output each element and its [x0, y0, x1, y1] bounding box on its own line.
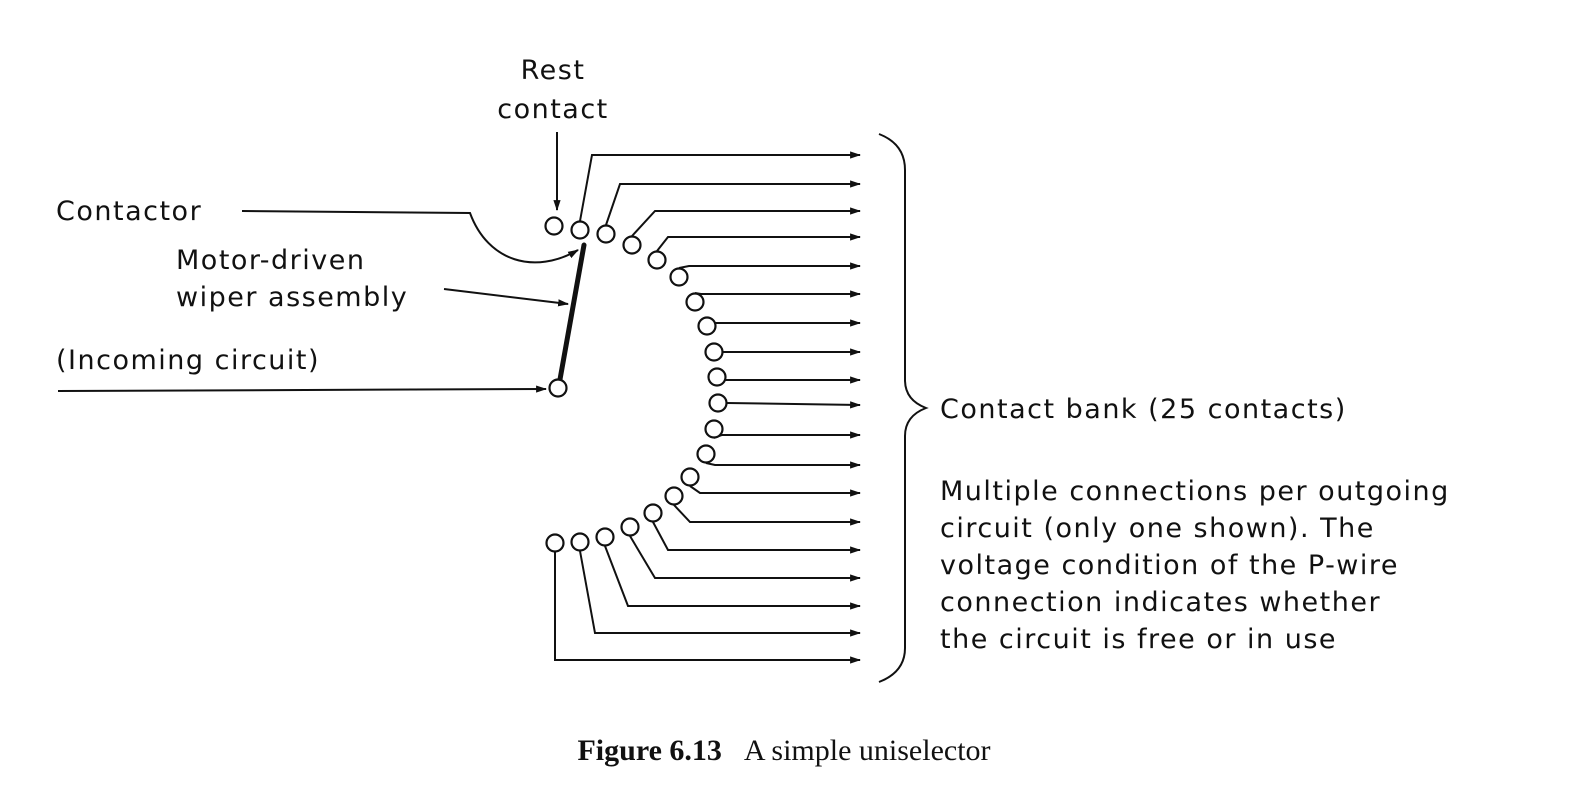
bank-contact	[570, 532, 590, 552]
outgoing-wire	[579, 151, 862, 222]
contact-bank-label: Contact bank (25 contacts)	[940, 394, 1347, 425]
outgoing-wire	[716, 367, 862, 384]
note-line-5: the circuit is free or in use	[940, 624, 1337, 655]
contactor-leader	[241, 210, 579, 264]
outgoing-wire	[689, 485, 862, 497]
outgoing-wire	[554, 552, 862, 664]
bank-contact	[696, 444, 716, 464]
bank-contact	[704, 419, 724, 439]
outgoing-wire	[605, 180, 862, 226]
bank-contact	[595, 527, 615, 547]
outgoing-wire	[631, 207, 862, 237]
outgoing-wire	[713, 431, 862, 439]
outgoing-wire	[706, 316, 862, 327]
bank-contact	[664, 486, 684, 506]
figure-caption: Figure 6.13 A simple uniselector	[577, 734, 990, 767]
contact-bank-contacts	[545, 220, 728, 553]
note-line-3: voltage condition of the P-wire	[940, 550, 1399, 581]
outgoing-wire	[713, 342, 862, 356]
outgoing-wire	[726, 401, 862, 409]
figure-title: A simple uniselector	[744, 734, 991, 767]
incoming-circuit-line	[57, 385, 548, 393]
outgoing-wire	[629, 535, 862, 582]
bank-contact	[620, 517, 640, 537]
wiper-arm	[556, 242, 587, 388]
note-line-1: Multiple connections per outgoing	[940, 476, 1450, 507]
wiper-assembly-pointer	[443, 288, 570, 307]
incoming-circuit-label: (Incoming circuit)	[56, 345, 320, 376]
wiper-label-line1: Motor-driven	[176, 245, 365, 276]
wiper-label-line2: wiper assembly	[176, 282, 408, 313]
figure-number: Figure 6.13	[577, 734, 721, 767]
bank-contact	[707, 367, 727, 387]
bank-contact	[704, 342, 724, 362]
bank-contact	[622, 235, 642, 255]
rest-contact-label-line1: Rest	[521, 55, 586, 86]
bank-contact	[647, 250, 667, 270]
outgoing-wire	[678, 262, 862, 270]
outgoing-wire	[579, 550, 862, 637]
contactor-label: Contactor	[56, 196, 202, 227]
outgoing-wire	[705, 461, 862, 469]
outgoing-wire	[604, 545, 862, 610]
bank-contact	[545, 533, 565, 553]
outgoing-wire	[656, 233, 862, 252]
bank-contact	[697, 316, 717, 336]
note-line-2: circuit (only one shown). The	[940, 513, 1375, 544]
outgoing-wire	[694, 290, 862, 298]
bank-contact	[708, 393, 728, 413]
note-line-4: connection indicates whether	[940, 587, 1381, 618]
wiper-pivot-contact	[548, 378, 568, 398]
bank-contact	[596, 224, 616, 244]
bank-contact	[685, 292, 705, 312]
outgoing-wire	[673, 504, 862, 526]
bank-contact	[669, 267, 689, 287]
outgoing-wire	[652, 521, 862, 554]
contact-bank-brace	[878, 133, 929, 683]
bank-contact	[570, 220, 590, 240]
bank-contact	[643, 503, 663, 523]
rest-contact-label-line2: contact	[497, 94, 609, 125]
bank-contact	[680, 467, 700, 487]
rest-contact	[544, 216, 564, 236]
